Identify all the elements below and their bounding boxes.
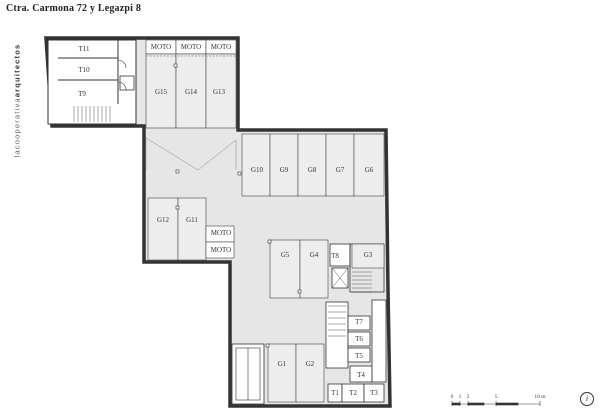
space-g5: G5 <box>280 251 290 259</box>
space-g13: G13 <box>212 88 226 96</box>
space-g8: G8 <box>307 166 317 174</box>
storage-t7: T7 <box>355 318 363 326</box>
space-g1: G1 <box>277 360 287 368</box>
storage-t2: T2 <box>349 389 357 397</box>
north-icon: i <box>580 392 594 406</box>
ramp-lines <box>145 137 237 171</box>
space-g7: G7 <box>335 166 345 174</box>
top-parking-row <box>145 39 237 129</box>
structural-columns <box>173 63 302 348</box>
storage-t8: T8 <box>331 252 339 260</box>
storage-t9: T9 <box>78 90 86 98</box>
storage-t11: T11 <box>78 45 90 53</box>
moto-3: MOTO <box>210 43 232 51</box>
lower-storage-block <box>325 299 387 383</box>
storage-t1: T1 <box>331 389 339 397</box>
stair-lower <box>328 305 346 337</box>
storage-t6: T6 <box>355 335 363 343</box>
scale-bar <box>451 401 541 406</box>
stair-top-left <box>73 106 111 122</box>
moto-1: MOTO <box>150 43 172 51</box>
space-g12: G12 <box>156 216 170 224</box>
moto-5: MOTO <box>210 246 232 254</box>
parking-row-g5-g4 <box>269 239 329 299</box>
space-g15: G15 <box>154 88 168 96</box>
space-g4: G4 <box>309 251 319 259</box>
space-g11: G11 <box>186 216 198 224</box>
scale-label-1: 1 <box>458 394 462 400</box>
parking-row-g1-g2 <box>267 343 325 403</box>
scale-label-2: 2 <box>466 394 470 400</box>
space-g2: G2 <box>305 360 315 368</box>
bottom-storage-row <box>327 383 385 403</box>
moto-4: MOTO <box>210 229 232 237</box>
storage-t3: T3 <box>370 389 378 397</box>
scale-label-10: 10 m <box>534 394 546 400</box>
space-g9: G9 <box>279 166 289 174</box>
moto-2: MOTO <box>180 43 202 51</box>
storage-t4: T4 <box>357 371 365 379</box>
storage-t5: T5 <box>355 352 363 360</box>
building-outline <box>44 36 392 408</box>
space-g6: G6 <box>364 166 374 174</box>
scale-label-0: 0 <box>450 394 454 400</box>
parking-row-g10-g6 <box>241 133 385 197</box>
storage-t10: T10 <box>78 66 90 74</box>
parking-row-g12-g11 <box>147 197 235 261</box>
drawing-title: Ctra. Carmona 72 y Legazpi 8 <box>6 3 142 14</box>
space-g14: G14 <box>184 88 198 96</box>
space-g3 <box>351 243 385 269</box>
scale-label-5: 5 <box>494 394 498 400</box>
space-g3-label: G3 <box>363 251 373 259</box>
space-g10: G10 <box>250 166 264 174</box>
